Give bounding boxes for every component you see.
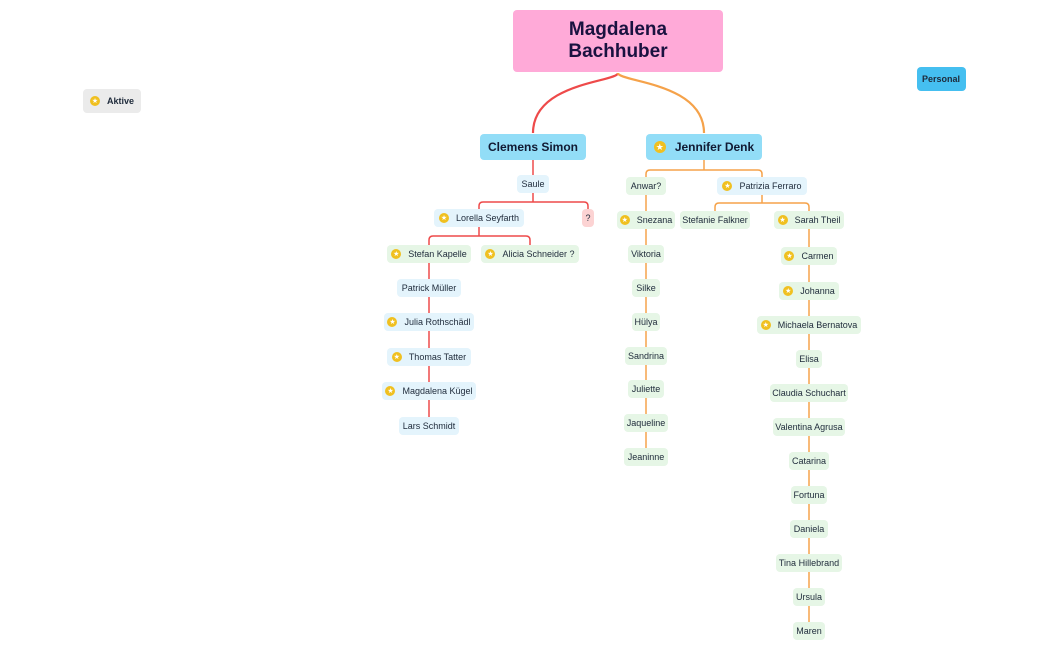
star-icon: ★ [777,215,788,225]
node-juliette[interactable]: Juliette [628,380,664,398]
node-label: Juliette [631,384,661,394]
node-label: Saule [521,179,545,189]
node-fortuna[interactable]: Fortuna [791,486,827,504]
node-catarina[interactable]: Catarina [789,452,829,470]
star-icon: ★ [89,96,100,106]
star-icon: ★ [391,352,402,362]
node-lorella-seyfarth[interactable]: ★ Lorella Seyfarth [434,209,524,227]
star-icon: ★ [438,213,449,223]
node-elisa[interactable]: Elisa [796,350,822,368]
node-tina-hillebrand[interactable]: Tina Hillebrand [776,554,842,572]
connector-line [531,72,620,134]
node-label: Julia Rothschädl [404,317,471,327]
root-node[interactable]: Magdalena Bachhuber [513,10,723,72]
node-label: Silke [636,283,656,293]
node-label: Patrick Müller [401,283,457,293]
node-snezana[interactable]: ★ Snezana [617,211,675,229]
node-label: ? [585,213,591,223]
node-valentina-agrusa[interactable]: Valentina Agrusa [773,418,845,436]
node-carmen[interactable]: ★ Carmen [781,247,837,265]
node-label: Lars Schmidt [402,421,456,431]
node-label: Carmen [801,251,834,261]
node-label: Fortuna [793,490,825,500]
node-michaela-bernatova[interactable]: ★ Michaela Bernatova [757,316,861,334]
node-label: Alicia Schneider ? [502,249,575,259]
star-icon: ★ [760,320,771,330]
star-icon: ★ [653,141,666,153]
node-saule[interactable]: Saule [517,175,549,193]
node-claudia-schuchart[interactable]: Claudia Schuchart [770,384,848,402]
node-julia-rothsch-dl[interactable]: ★ Julia Rothschädl [384,313,474,331]
node-johanna[interactable]: ★ Johanna [779,282,839,300]
node-patrizia-ferraro[interactable]: ★ Patrizia Ferraro [717,177,807,195]
node-label: Johanna [800,286,835,296]
node-sarah-theil[interactable]: ★ Sarah Theil [774,211,844,229]
node-viktoria[interactable]: Viktoria [628,245,664,263]
node-label: Jeaninne [627,452,665,462]
tag-personal[interactable]: Personal [916,67,966,91]
node-label: Catarina [791,456,827,466]
node-daniela[interactable]: Daniela [790,520,828,538]
star-icon: ★ [485,249,496,259]
node-label: Tina Hillebrand [778,558,840,568]
star-icon: ★ [619,215,630,225]
node-jaqueline[interactable]: Jaqueline [624,414,668,432]
node-label: Sandrina [627,351,665,361]
node-label: Daniela [793,524,825,534]
star-icon: ★ [722,181,733,191]
node-thomas-tatter[interactable]: ★ Thomas Tatter [387,348,471,366]
node-label: Clemens Simon [487,140,579,154]
star-icon: ★ [391,249,402,259]
node-silke[interactable]: Silke [632,279,660,297]
node-anwar[interactable]: Anwar? [626,177,666,195]
branch-node-clemens-simon[interactable]: Clemens Simon [480,134,586,160]
node-label: Lorella Seyfarth [455,213,520,223]
node-label: Thomas Tatter [408,352,467,362]
node-label: Ursula [795,592,822,602]
node-label: Jaqueline [626,418,666,428]
star-icon: ★ [387,317,398,327]
node-h-lya[interactable]: Hülya [632,313,660,331]
star-icon: ★ [385,386,396,396]
tag-aktive[interactable]: ★ Aktive [83,89,141,113]
node-label: Hülya [634,317,658,327]
node-label: Magdalena Kügel [402,386,473,396]
node-label: Jennifer Denk [674,140,755,154]
node-lars-schmidt[interactable]: Lars Schmidt [399,417,459,435]
node-label: Stefanie Falkner [682,215,748,225]
node-magdalena-k-gel[interactable]: ★ Magdalena Kügel [382,382,476,400]
node-jeaninne[interactable]: Jeaninne [624,448,668,466]
node-stefan-kapelle[interactable]: ★ Stefan Kapelle [387,245,471,263]
node-question[interactable]: ? [582,209,594,227]
node-sandrina[interactable]: Sandrina [625,347,667,365]
node-label: Maren [796,626,822,636]
node-patrick-m-ller[interactable]: Patrick Müller [397,279,461,297]
node-label: Aktive [106,96,134,106]
star-icon: ★ [783,286,794,296]
node-label: Elisa [799,354,819,364]
node-label: Viktoria [631,249,661,259]
node-ursula[interactable]: Ursula [793,588,825,606]
node-label: Magdalena Bachhuber [568,19,668,62]
star-icon: ★ [784,251,795,261]
branch-node-jennifer-denk[interactable]: ★ Jennifer Denk [646,134,762,160]
node-label: Claudia Schuchart [772,388,846,398]
node-label: Sarah Theil [794,215,841,225]
node-label: Michaela Bernatova [777,320,858,330]
node-label: Snezana [636,215,673,225]
node-stefanie-falkner[interactable]: Stefanie Falkner [680,211,750,229]
node-label: Valentina Agrusa [775,422,843,432]
node-label: Personal [921,74,961,84]
connector-line [533,201,589,214]
node-label: Anwar? [630,181,662,191]
node-maren[interactable]: Maren [793,622,825,640]
node-alicia-schneider[interactable]: ★ Alicia Schneider ? [481,245,579,263]
node-label: Patrizia Ferraro [739,181,802,191]
connector-line [616,72,706,134]
node-label: Stefan Kapelle [408,249,467,259]
